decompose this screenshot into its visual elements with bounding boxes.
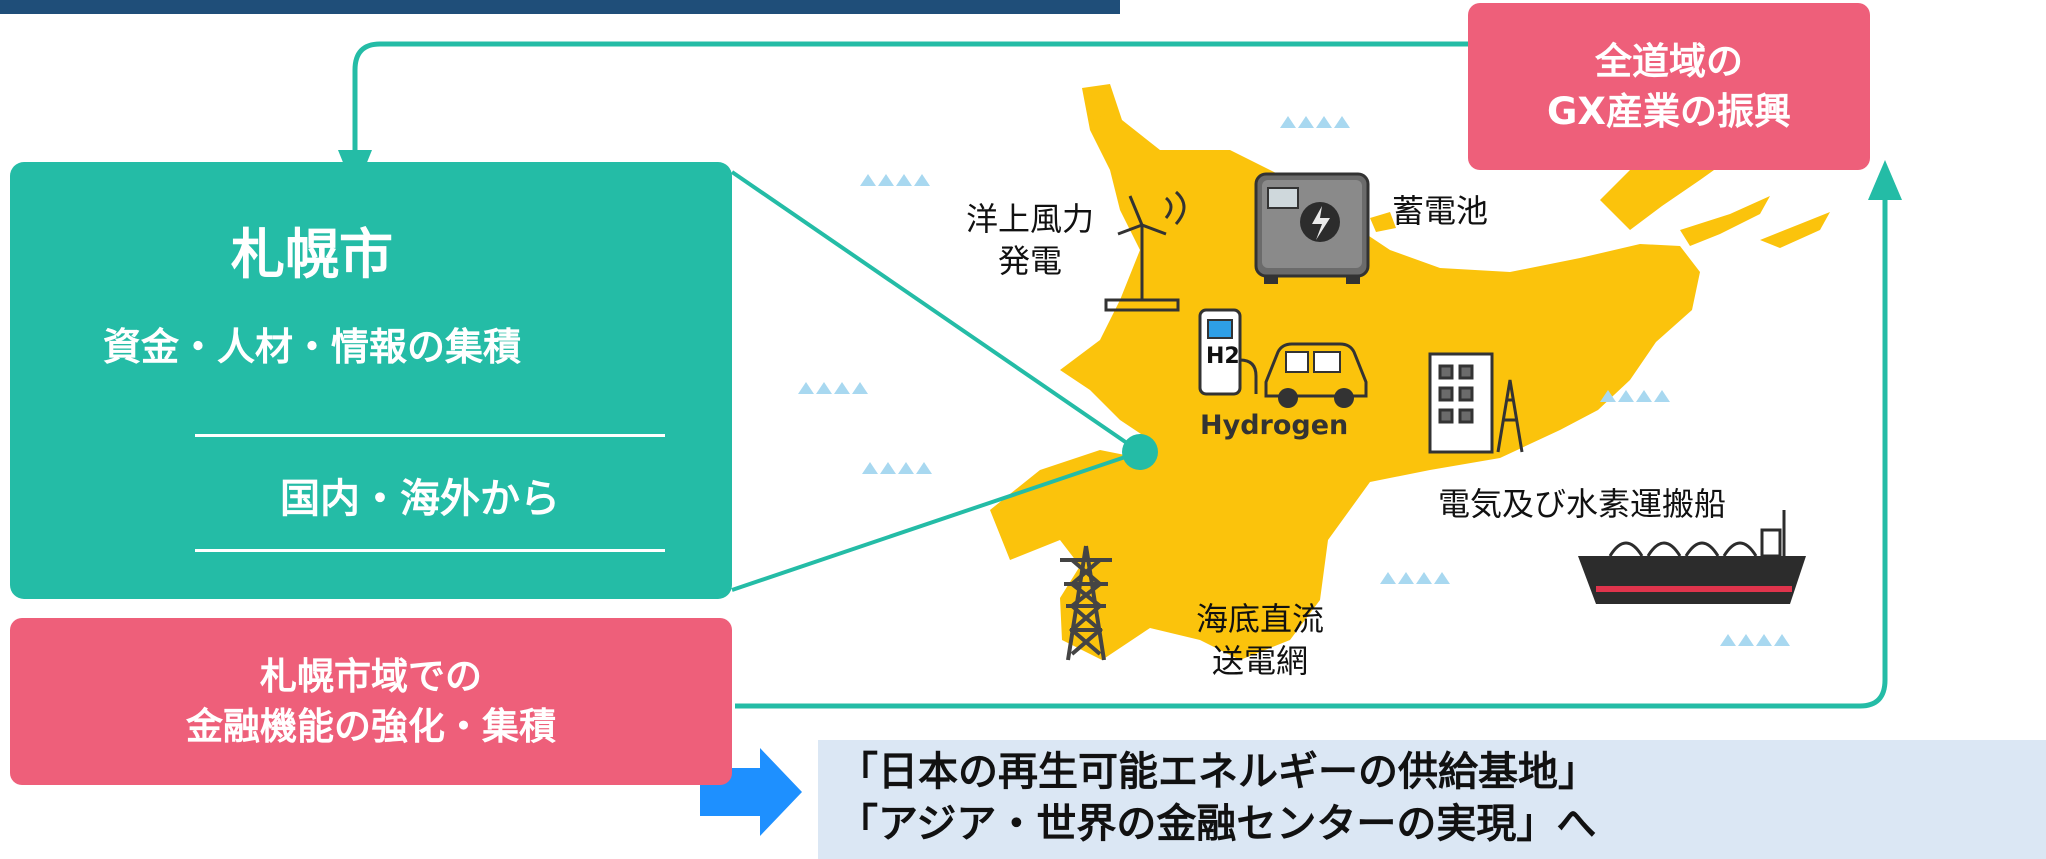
kuril-island-1 <box>1680 196 1770 246</box>
finance-box-line1: 札幌市域での <box>260 654 482 698</box>
label-h2: H2 <box>1206 344 1240 369</box>
battery-icon <box>1254 172 1370 284</box>
panel-subtitle: 資金・人材・情報の集積 <box>102 325 521 369</box>
sapporo-panel <box>10 162 732 599</box>
conclusion-line1: 「日本の再生可能エネルギーの供給基地」 <box>838 749 1598 795</box>
hydrogen-station-icon <box>1198 308 1258 396</box>
gx-box-line1: 全道域の <box>1595 39 1743 83</box>
top-header-bar <box>0 0 1120 14</box>
label-ship: 電気及び水素運搬船 <box>1392 483 1772 525</box>
sea-wave-marks <box>798 116 1790 646</box>
gx-industry-box: 全道域の GX産業の振興 <box>1468 3 1870 170</box>
wind-turbine-icon <box>1104 190 1186 312</box>
factory-building-icon <box>1428 352 1524 454</box>
transmission-tower-icon <box>1060 545 1112 661</box>
funnel-line-top <box>730 170 1142 454</box>
label-cable-1: 海底直流 <box>1195 600 1324 638</box>
small-island-1 <box>1086 92 1106 120</box>
kuril-island-2 <box>1760 212 1830 248</box>
funnel-line-bottom <box>731 450 1141 592</box>
label-submarine-cable: 海底直流 送電網 <box>1160 598 1360 682</box>
label-offshore-wind: 洋上風力 発電 <box>930 198 1130 282</box>
label-offshore-wind-2: 発電 <box>997 242 1062 280</box>
ship-icon <box>1578 510 1806 604</box>
conclusion-text: 「日本の再生可能エネルギーの供給基地」 「アジア・世界の金融センターの実現」へ <box>838 746 1598 850</box>
label-battery: 蓄電池 <box>1391 192 1488 230</box>
up-arrow-head <box>1868 160 1902 200</box>
label-cable-2: 送電網 <box>1211 642 1308 680</box>
divider-bottom <box>195 549 665 552</box>
small-island-2 <box>1370 212 1396 232</box>
label-hydrogen: Hydrogen <box>1200 410 1349 441</box>
conclusion-line2: 「アジア・世界の金融センターの実現」へ <box>838 801 1597 847</box>
car-icon <box>1264 342 1368 408</box>
top-loop-connector <box>352 41 1470 150</box>
finance-box-line2: 金融機能の強化・集積 <box>186 704 556 748</box>
panel-title: 札幌市 <box>231 223 393 286</box>
conclusion-banner <box>818 740 2046 859</box>
sapporo-marker <box>1122 434 1158 470</box>
label-offshore-wind-1: 洋上風力 <box>965 200 1094 238</box>
right-loop-connector <box>735 190 1888 709</box>
divider-top <box>195 434 665 437</box>
gx-box-line2: GX産業の振興 <box>1547 89 1791 133</box>
finance-box: 札幌市域での 金融機能の強化・集積 <box>10 618 732 785</box>
domestic-overseas-label: 国内・海外から <box>280 476 560 522</box>
